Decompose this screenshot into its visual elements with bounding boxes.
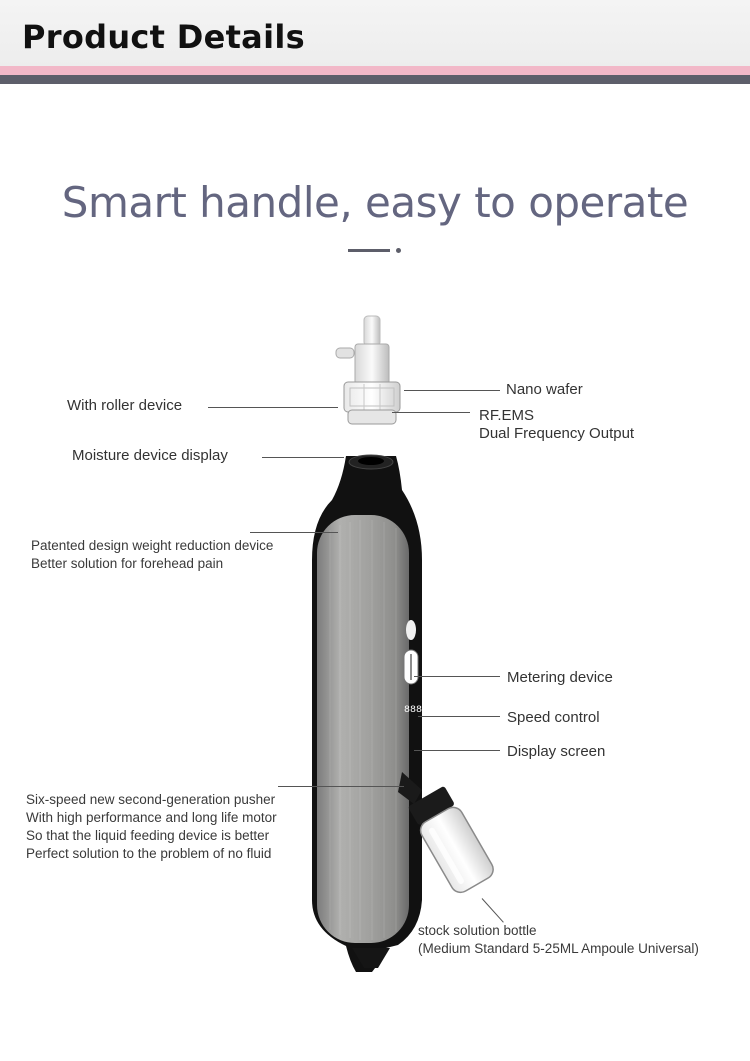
label-nano-wafer: Nano wafer <box>506 381 583 398</box>
label-roller-device: With roller device <box>67 397 183 414</box>
leader-line <box>250 532 338 533</box>
label-pusher-4: Perfect solution to the problem of no fl… <box>26 846 272 861</box>
label-patented-1: Patented design weight reduction device <box>31 538 274 553</box>
label-bottle-1: stock solution bottle <box>418 923 537 938</box>
label-patented-2: Better solution for forehead pain <box>31 556 224 571</box>
header-bar: Product Details <box>0 0 750 66</box>
label-display-screen: Display screen <box>507 743 606 760</box>
label-pusher-2: With high performance and long life moto… <box>26 810 277 825</box>
display-digits: 888 <box>404 705 422 716</box>
leader-line <box>392 412 470 413</box>
pink-stripe <box>0 66 750 75</box>
title-underline <box>348 249 390 252</box>
label-pusher-1: Six-speed new second-generation pusher <box>26 792 276 807</box>
title-dot <box>396 248 401 253</box>
label-moisture-display: Moisture device display <box>72 447 228 464</box>
label-bottle-2: (Medium Standard 5-25ML Ampoule Universa… <box>418 941 699 956</box>
label-speed-control: Speed control <box>507 709 600 726</box>
solution-bottle <box>408 786 494 894</box>
label-dual-frequency: Dual Frequency Output <box>479 425 635 442</box>
header-title: Product Details <box>22 18 305 56</box>
leader-line <box>208 407 338 408</box>
gray-stripe <box>0 75 750 84</box>
leader-line <box>414 750 500 751</box>
label-pusher-3: So that the liquid feeding device is bet… <box>26 828 270 843</box>
leader-line <box>404 390 500 391</box>
leader-line <box>262 457 344 458</box>
leader-line <box>418 716 500 717</box>
label-metering-device: Metering device <box>507 669 613 686</box>
leader-line <box>278 786 404 787</box>
nano-cartridge <box>335 315 401 425</box>
leader-line <box>414 676 500 677</box>
section-title: Smart handle, easy to operate <box>61 178 689 227</box>
label-rf-ems: RF.EMS <box>479 407 535 424</box>
